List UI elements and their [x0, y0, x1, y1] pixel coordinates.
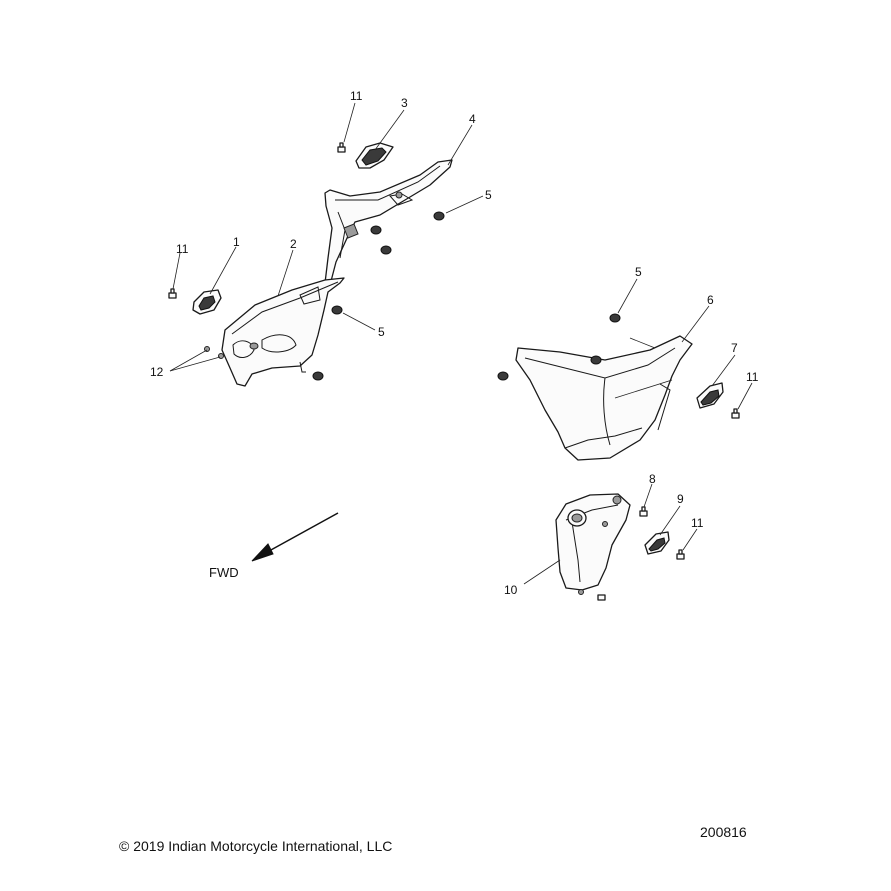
part-4-bracket: [324, 159, 453, 286]
callout-9: 9: [677, 492, 684, 506]
part-5-grommet-left-group: [299, 305, 343, 381]
direction-label: FWD: [209, 565, 239, 580]
part-11-screw-lower: [676, 549, 685, 560]
part-10-lower-cover: [555, 493, 631, 595]
callout-8: 8: [649, 472, 656, 486]
part-5-grommet-right-group: [497, 313, 621, 381]
callout-5-upper: 5: [485, 188, 492, 202]
callout-3: 3: [401, 96, 408, 110]
part-2-side-panel-left: [221, 277, 345, 387]
callout-11-lower: 11: [691, 516, 704, 530]
callout-4: 4: [469, 112, 476, 126]
callout-1: 1: [233, 235, 240, 249]
part-12-screws: [204, 346, 224, 359]
callout-labels: 11 3 4 5 11 1 2 5 12 5 6 7 11 8 9 11 10: [150, 89, 759, 597]
part-1-badge: [192, 289, 222, 315]
callout-11-upper: 11: [350, 89, 363, 103]
part-11-screw-right: [731, 408, 740, 419]
leader-lines: [169, 102, 753, 585]
forward-arrow-icon: [251, 512, 339, 562]
callout-11-right: 11: [746, 370, 759, 384]
callout-2: 2: [290, 237, 297, 251]
part-7-badge: [696, 382, 724, 409]
part-11-screw-upper: [337, 142, 346, 153]
callout-6: 6: [707, 293, 714, 307]
callout-12: 12: [150, 365, 164, 379]
part-9-badge: [644, 531, 670, 555]
copyright-notice: © 2019 Indian Motorcycle International, …: [119, 838, 393, 854]
part-5-grommet-upper-group: [370, 211, 445, 255]
drawing-number: 200816: [700, 824, 747, 840]
part-screw-bottom: [597, 594, 606, 601]
part-6-side-panel-right: [515, 335, 693, 461]
part-11-screw-left: [168, 288, 177, 299]
callout-7: 7: [731, 341, 738, 355]
callout-5-right: 5: [635, 265, 642, 279]
part-3-cover: [355, 142, 394, 169]
callout-5-left: 5: [378, 325, 385, 339]
callout-10: 10: [504, 583, 518, 597]
part-8-screw: [639, 506, 648, 517]
callout-11-left: 11: [176, 242, 189, 256]
